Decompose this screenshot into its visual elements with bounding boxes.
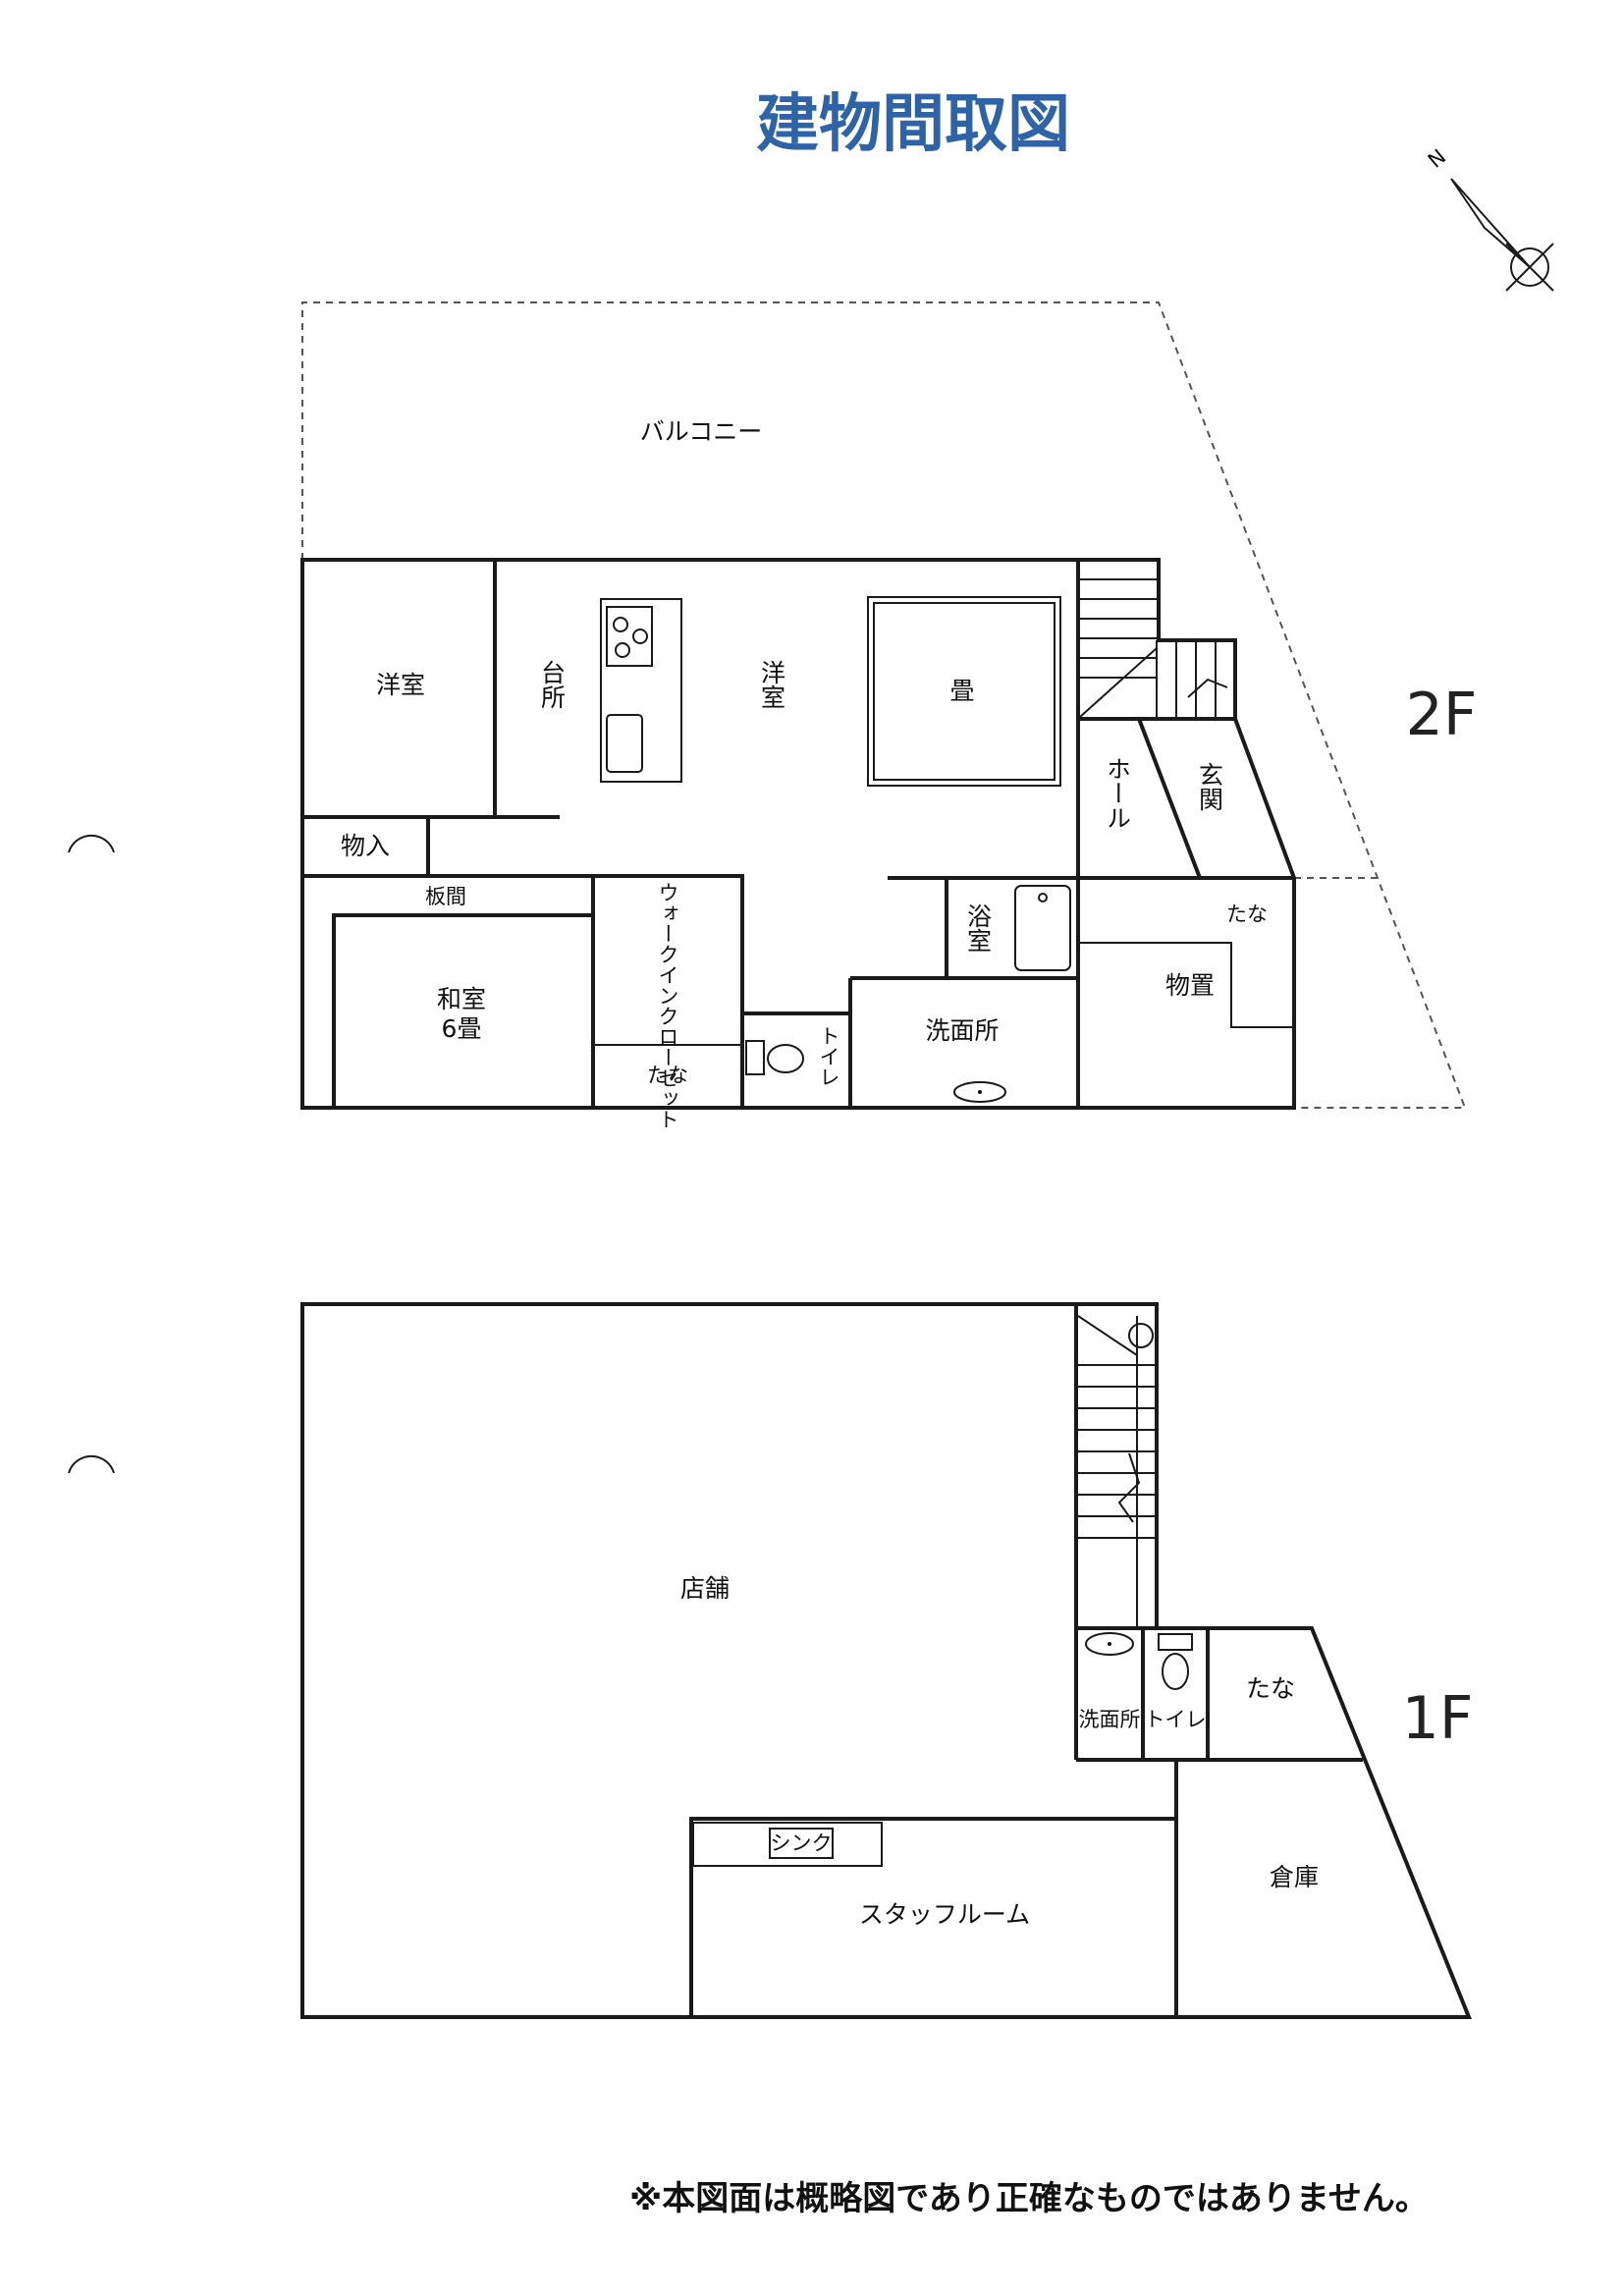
compass-circle-icon bbox=[1510, 247, 1549, 287]
room-shelf-1f: たな bbox=[1246, 1674, 1295, 1703]
room-closet-shelf: たな bbox=[647, 1064, 688, 1087]
room-wood-floor: 板間 bbox=[425, 885, 466, 908]
room-tatami: 畳 bbox=[949, 677, 974, 705]
room-washroom: 洗面所 bbox=[925, 1016, 999, 1045]
page-title: 建物間取図 bbox=[756, 88, 1070, 161]
room-entrance: 玄関 bbox=[1196, 762, 1224, 811]
punch-hole-icon bbox=[68, 1454, 115, 1474]
room-western-main: 洋室 bbox=[758, 660, 786, 709]
room-kitchen: 台所 bbox=[538, 660, 567, 709]
footnote: ※本図面は概略図であり正確なものではありません。 bbox=[629, 2179, 1429, 2218]
wash-basin-icon bbox=[1085, 1632, 1134, 1656]
stairs-2f bbox=[1079, 578, 1228, 719]
toilet-icon bbox=[745, 1040, 804, 1075]
sink-label: シンク bbox=[771, 1831, 833, 1855]
room-japanese-size: 6畳 bbox=[442, 1014, 482, 1043]
room-balcony: バルコニー bbox=[640, 417, 763, 446]
bathtub-icon bbox=[1014, 885, 1071, 971]
wall bbox=[945, 878, 1078, 980]
floor-label-1f: 1F bbox=[1402, 1684, 1474, 1753]
wash-basin-icon bbox=[953, 1081, 1006, 1103]
floor-2f: バルコニー 洋室 台所 洋室 畳 物入 板間 和室 6畳 ウォークインクローゼッ… bbox=[300, 301, 1478, 1129]
compass-needle-icon bbox=[1450, 178, 1531, 268]
room-walk-in-closet: ウォークインクローゼット bbox=[656, 882, 679, 1129]
tatami-mat bbox=[873, 602, 1056, 781]
compass-north-label: N bbox=[1424, 144, 1450, 172]
floor-label-2f: 2F bbox=[1406, 681, 1478, 749]
wall bbox=[1078, 942, 1294, 1028]
kitchen-counter bbox=[600, 598, 682, 783]
room-warehouse: 倉庫 bbox=[1270, 1863, 1319, 1891]
room-shelf: たな bbox=[1226, 902, 1268, 926]
room-toilet-1f: トイレ bbox=[1145, 1708, 1207, 1731]
toilet-icon bbox=[1158, 1633, 1193, 1690]
room-storeroom: 物置 bbox=[1165, 971, 1215, 1000]
room-shop: 店舗 bbox=[680, 1574, 730, 1603]
room-japanese: 和室 bbox=[437, 985, 486, 1013]
room-bathroom: 浴室 bbox=[964, 903, 993, 953]
punch-hole-icon bbox=[68, 834, 115, 853]
room-hall: ホール bbox=[1104, 756, 1132, 830]
compass: N bbox=[1424, 144, 1554, 292]
room-storage: 物入 bbox=[341, 832, 390, 860]
tatami-mat bbox=[867, 596, 1061, 787]
1f-outer-wall bbox=[300, 1302, 1472, 2019]
room-washroom-1f: 洗面所 bbox=[1079, 1708, 1141, 1731]
staff-counter bbox=[692, 1822, 883, 1867]
sink-box bbox=[769, 1828, 834, 1859]
room-staff: スタッフルーム bbox=[859, 1900, 1030, 1929]
stairs-1f bbox=[1077, 1315, 1155, 1626]
wall bbox=[689, 1817, 1176, 2017]
bathtub-drain-icon bbox=[1038, 893, 1048, 902]
wall bbox=[593, 874, 744, 1108]
wall bbox=[1137, 718, 1202, 879]
floor-1f: 店舗 洗面所 トイレ たな 倉庫 シンク スタッフルーム 1F bbox=[300, 1302, 1474, 2019]
room-western-left: 洋室 bbox=[376, 671, 425, 699]
room-toilet: トイレ bbox=[817, 1025, 840, 1087]
compass-cross-line bbox=[1505, 243, 1554, 292]
wall bbox=[332, 913, 593, 1108]
balcony-outline bbox=[301, 301, 1467, 1109]
